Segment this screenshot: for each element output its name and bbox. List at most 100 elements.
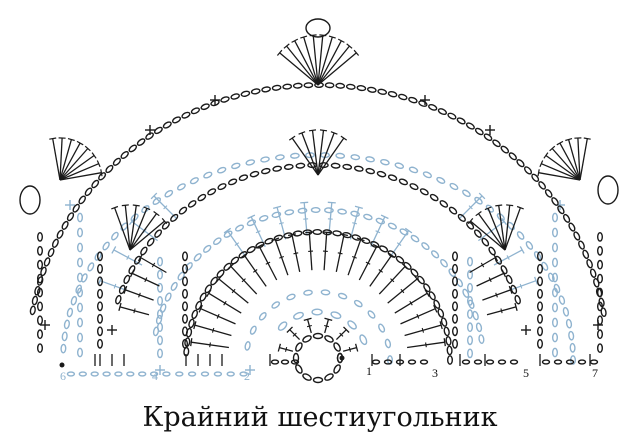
chain-stitch [342, 163, 353, 170]
shell-stitch [288, 135, 296, 141]
chain-stitch [195, 300, 203, 311]
chain-stitch [191, 309, 199, 320]
shell-stitch [538, 172, 581, 181]
chain-stitch [582, 249, 590, 259]
chain-stitch [96, 326, 103, 337]
shell-stitch [579, 138, 588, 181]
double-crochet [519, 283, 523, 289]
chain-stitch [378, 323, 386, 333]
dark-rows [19, 18, 619, 384]
chain-stitch [366, 86, 377, 93]
chain-stitch [428, 104, 438, 111]
chain-stitch [353, 299, 363, 308]
chain-stitch [230, 93, 240, 100]
shell-stitch [467, 218, 474, 225]
shell-stitch [353, 49, 360, 56]
chain-stitch [239, 371, 248, 377]
chain-stitch [481, 237, 490, 247]
double-crochet [300, 201, 309, 204]
chain-stitch [181, 326, 188, 337]
row-number-3: 3 [432, 366, 438, 380]
chain-stitch [446, 345, 453, 356]
double-crochet [234, 242, 240, 246]
shell-stitch [308, 129, 317, 132]
chain-stitch [286, 293, 296, 301]
shell-stitch [317, 35, 324, 86]
chain-stitch [449, 182, 459, 191]
chain-stitch [284, 209, 295, 216]
chain-stitch [292, 352, 300, 364]
shell-stitch [129, 208, 148, 251]
crochet-chart: 1 3 5 7 2 4 6 [19, 18, 619, 384]
double-crochet [255, 230, 261, 234]
double-crochet [128, 217, 135, 226]
double-crochet [492, 253, 499, 262]
chain-stitch [178, 206, 188, 215]
chain-stitch [531, 173, 540, 182]
diagram-caption: Крайний шестиугольник [142, 402, 498, 433]
chain-stitch [193, 253, 202, 262]
chain-stitch [61, 331, 68, 342]
chain-stitch [261, 86, 271, 93]
shell-stitch [541, 163, 581, 181]
double-crochet [129, 269, 135, 278]
chain-stitch [505, 274, 513, 285]
chain-stitch [271, 301, 281, 309]
chain-stitch [461, 359, 471, 365]
chain-stitch [536, 326, 543, 337]
double-crochet [305, 231, 314, 234]
shell-stitch [59, 142, 81, 181]
chain-stitch [538, 181, 547, 190]
chain-stitch [118, 284, 126, 295]
chain-stitch [462, 288, 470, 298]
chain-stitch [452, 251, 459, 262]
chain-stitch [36, 329, 43, 340]
row-number-2: 2 [244, 369, 250, 383]
shell-stitch [328, 35, 336, 39]
double-crochet [227, 263, 235, 270]
picot-loop [597, 175, 619, 205]
chain-stitch [387, 91, 398, 98]
chain-stitch [171, 116, 182, 124]
shell-stitch [311, 130, 319, 176]
chain-stitch [395, 255, 405, 264]
chain-stitch [409, 183, 419, 191]
chain-stitch [371, 359, 381, 365]
double-crochet [404, 227, 413, 234]
shell-stitch [59, 138, 63, 181]
chain-stitch [270, 359, 280, 365]
shell-stitch [129, 205, 137, 251]
chain-stitch [96, 276, 103, 287]
shell-stitch [161, 218, 168, 225]
chain-stitch [264, 237, 274, 245]
shell-stitch [317, 45, 350, 86]
chain-stitch [292, 82, 303, 89]
chain-stitch [565, 318, 573, 329]
chain-stitch [523, 166, 533, 175]
chain-stitch [337, 292, 348, 300]
chain-stitch [210, 276, 218, 286]
double-crochet [388, 252, 396, 259]
shell-stitch [317, 137, 345, 176]
chain-stitch [66, 212, 75, 222]
chain-stitch [544, 189, 553, 198]
double-crochet [113, 283, 117, 289]
shell-stitch [300, 35, 308, 39]
chain-stitch [244, 341, 251, 351]
chain-stitch [333, 342, 341, 352]
chain-stitch [565, 359, 575, 365]
chain-stitch [478, 334, 485, 344]
chain-stitch [91, 179, 100, 189]
chain-stitch [379, 245, 389, 253]
double-crochet [111, 246, 117, 254]
shell-stitch [577, 138, 581, 181]
chain-stitch [175, 371, 184, 377]
shell-stitch [111, 205, 119, 210]
chain-stitch [246, 245, 256, 254]
chain-stitch [557, 205, 565, 215]
shell-stitch [317, 52, 357, 86]
double-crochet [215, 275, 222, 283]
chain-stitch [212, 237, 222, 246]
chain-stitch [589, 359, 599, 365]
chain-stitch [123, 274, 131, 285]
